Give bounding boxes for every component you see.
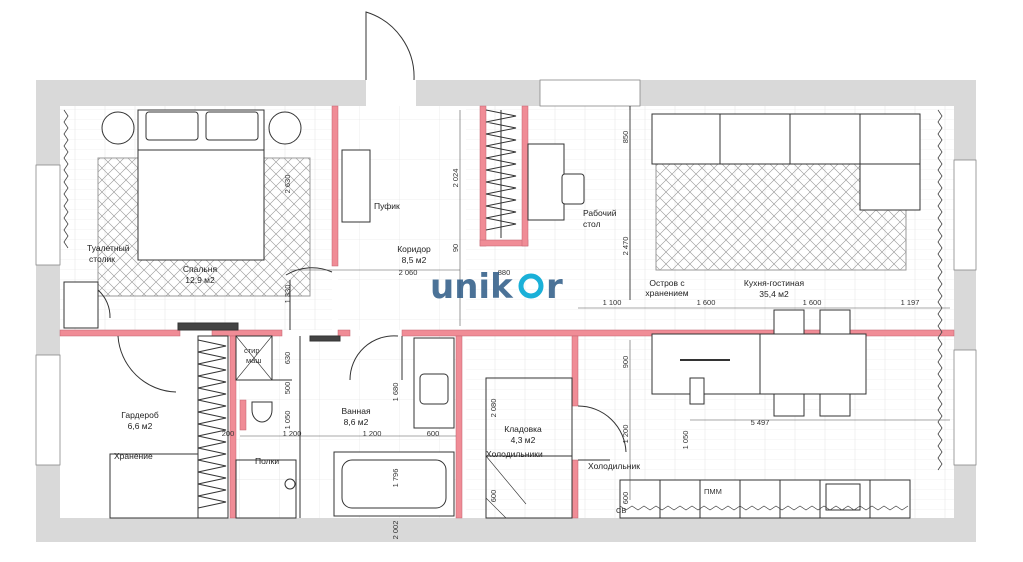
dim-1796: 1 796 bbox=[391, 469, 400, 488]
dim-600c: 600 bbox=[621, 492, 630, 505]
dim-1200b: 1 200 bbox=[363, 429, 382, 438]
dim-600b: 600 bbox=[489, 490, 498, 503]
washer-label-2: маш bbox=[246, 356, 261, 365]
toilet-table-label-1: Туалетный bbox=[87, 243, 130, 253]
dim-1050b: 1 050 bbox=[283, 411, 292, 430]
island-label-1: Остров с bbox=[649, 278, 685, 288]
dim-5497: 5 497 bbox=[751, 418, 770, 427]
dimension-labels: 2 060 880 2 024 90 850 2 470 1 100 1 600… bbox=[222, 131, 920, 540]
dim-2060: 2 060 bbox=[399, 268, 418, 277]
dim-1600a: 1 600 bbox=[697, 298, 716, 307]
room-labels: Спальня 12,9 м2 Коридор 8,5 м2 Кухня-гос… bbox=[121, 244, 804, 445]
dim-1680: 1 680 bbox=[391, 383, 400, 402]
dim-1050: 1 050 bbox=[681, 431, 690, 450]
furniture-labels: Пуфик Рабочий стол Туалетный столик Остр… bbox=[87, 201, 722, 515]
living-area: 35,4 м2 bbox=[759, 289, 789, 299]
dim-1600b: 1 600 bbox=[803, 298, 822, 307]
wardrobe-name: Гардероб bbox=[121, 410, 159, 420]
wardrobe-area: 6,6 м2 bbox=[128, 421, 153, 431]
bathroom-fixtures bbox=[235, 335, 455, 519]
dim-2024: 2 024 bbox=[451, 169, 460, 188]
dim-1200v: 1 200 bbox=[621, 425, 630, 444]
dim-1100: 1 100 bbox=[603, 298, 622, 307]
shelves-label: Полки bbox=[255, 456, 279, 466]
bedroom-name: Спальня bbox=[183, 264, 218, 274]
dim-900: 900 bbox=[621, 356, 630, 369]
fridge-label: Холодильник bbox=[588, 461, 640, 471]
dim-850: 850 bbox=[621, 131, 630, 144]
curtains bbox=[63, 109, 943, 471]
brand-o-icon bbox=[518, 273, 544, 299]
wardrobe-furniture bbox=[109, 322, 239, 519]
brand-text-right: r bbox=[546, 267, 563, 307]
dim-1200a: 1 200 bbox=[283, 429, 302, 438]
dim-600: 600 bbox=[427, 429, 440, 438]
bedroom-area: 12,9 м2 bbox=[185, 275, 215, 285]
dim-200: 200 bbox=[222, 429, 235, 438]
dim-500: 500 bbox=[283, 382, 292, 395]
bedroom-furniture bbox=[63, 109, 311, 329]
dim-880: 880 bbox=[498, 268, 511, 277]
dimension-lines bbox=[240, 110, 950, 500]
dim-2002: 2 002 bbox=[391, 521, 400, 540]
pantry-area: 4,3 м2 bbox=[511, 435, 536, 445]
washer-label-1: стир bbox=[244, 346, 260, 355]
storage-label: Хранение bbox=[114, 451, 153, 461]
bath-name: Ванная bbox=[341, 406, 371, 416]
toilet-table-label-2: столик bbox=[89, 254, 115, 264]
bath-area: 8,6 м2 bbox=[344, 417, 369, 427]
pantry-name: Кладовка bbox=[504, 424, 542, 434]
corridor-furniture bbox=[285, 109, 517, 330]
dim-2080: 2 080 bbox=[489, 399, 498, 418]
kitchen-counter bbox=[619, 479, 911, 519]
dim-2470: 2 470 bbox=[621, 237, 630, 256]
dishwasher-label: ПММ bbox=[704, 487, 722, 496]
work-desk bbox=[527, 143, 585, 221]
island-label-2: хранением bbox=[645, 288, 688, 298]
pufik-label: Пуфик bbox=[374, 201, 400, 211]
dim-1330: 1 330 bbox=[283, 285, 292, 304]
sv-label: СВ bbox=[616, 506, 626, 515]
desk-label-1: Рабочий bbox=[583, 208, 617, 218]
dim-2630: 2 630 bbox=[283, 175, 292, 194]
dim-90: 90 bbox=[451, 244, 460, 252]
fridges-label: Холодильники bbox=[486, 449, 543, 459]
brand-watermark: unik r bbox=[430, 267, 563, 307]
corridor-name: Коридор bbox=[397, 244, 431, 254]
dim-1197: 1 197 bbox=[901, 298, 920, 307]
living-name: Кухня-гостиная bbox=[744, 278, 805, 288]
desk-label-2: стол bbox=[583, 219, 601, 229]
dim-630: 630 bbox=[283, 352, 292, 365]
living-furniture bbox=[651, 113, 921, 417]
pantry-furniture bbox=[485, 377, 627, 519]
corridor-area: 8,5 м2 bbox=[402, 255, 427, 265]
brand-text-left: unik bbox=[430, 267, 514, 307]
